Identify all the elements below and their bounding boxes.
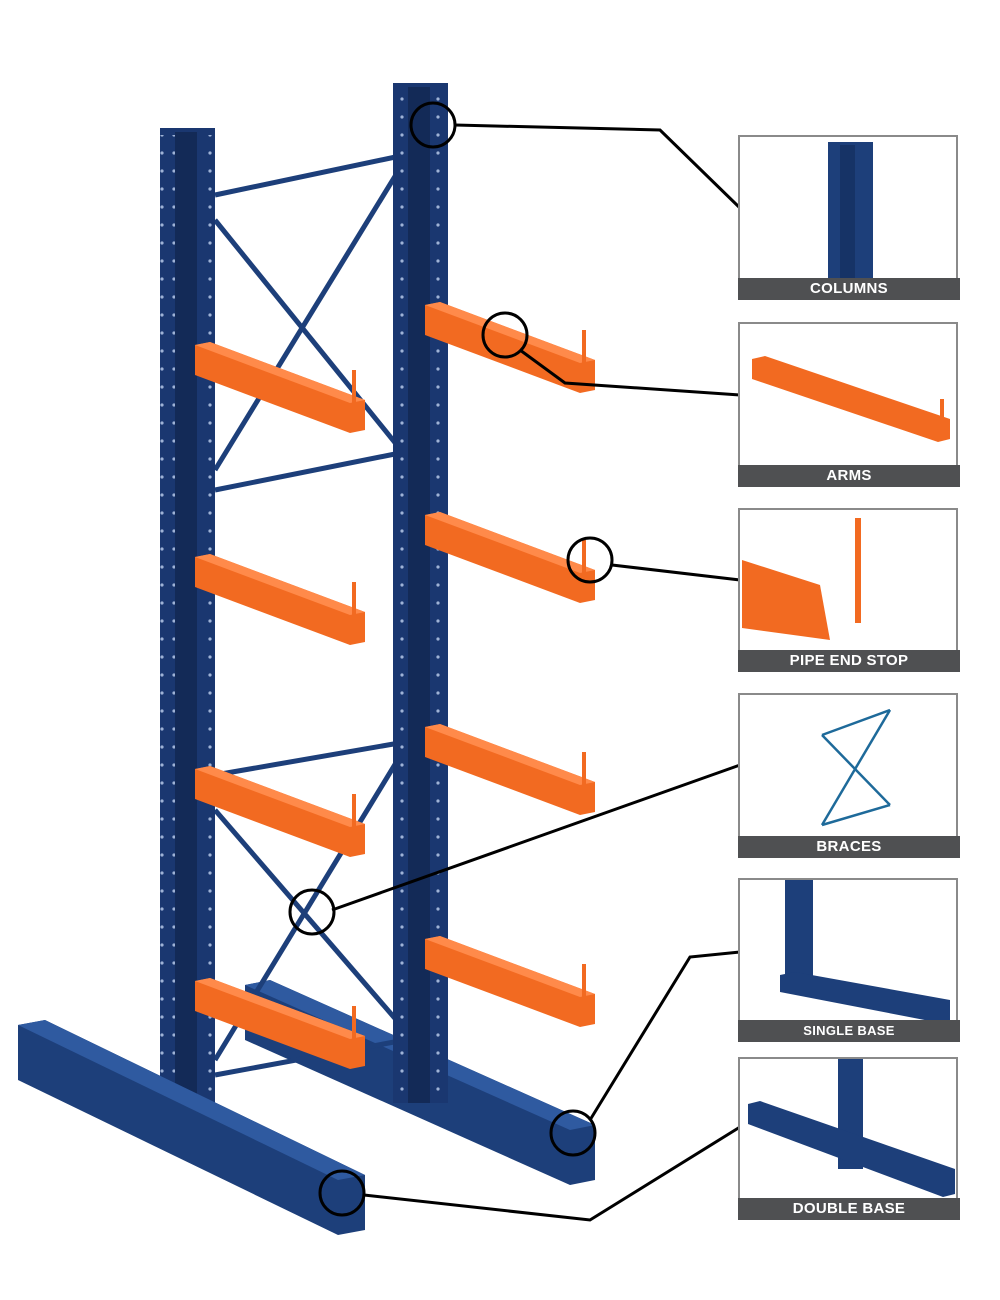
single-base-panel [738,878,958,1022]
double-base-beam [18,1020,365,1235]
arms [195,302,595,1069]
left-column [160,128,215,1128]
single-base-label: SINGLE BASE [738,1020,960,1042]
pipe-end-stop-label: PIPE END STOP [738,650,960,672]
braces-panel [738,693,958,838]
right-column [393,83,448,1103]
pipe-end-stop-panel [738,508,958,652]
single-base-icon [780,880,950,1022]
arm-icon [752,356,950,442]
double-base-icon [748,1059,955,1197]
double-base-panel [738,1057,958,1200]
column-icon [828,142,873,280]
braces [212,152,408,1078]
braces-icon [820,708,892,827]
pipe-end-stop-icon [742,518,861,640]
columns-label: COLUMNS [738,278,960,300]
double-base-label: DOUBLE BASE [738,1198,960,1220]
arms-label: ARMS [738,465,960,487]
callout-lines [288,101,742,1222]
columns-panel [738,135,958,280]
arms-panel [738,322,958,467]
braces-label: BRACES [738,836,960,858]
